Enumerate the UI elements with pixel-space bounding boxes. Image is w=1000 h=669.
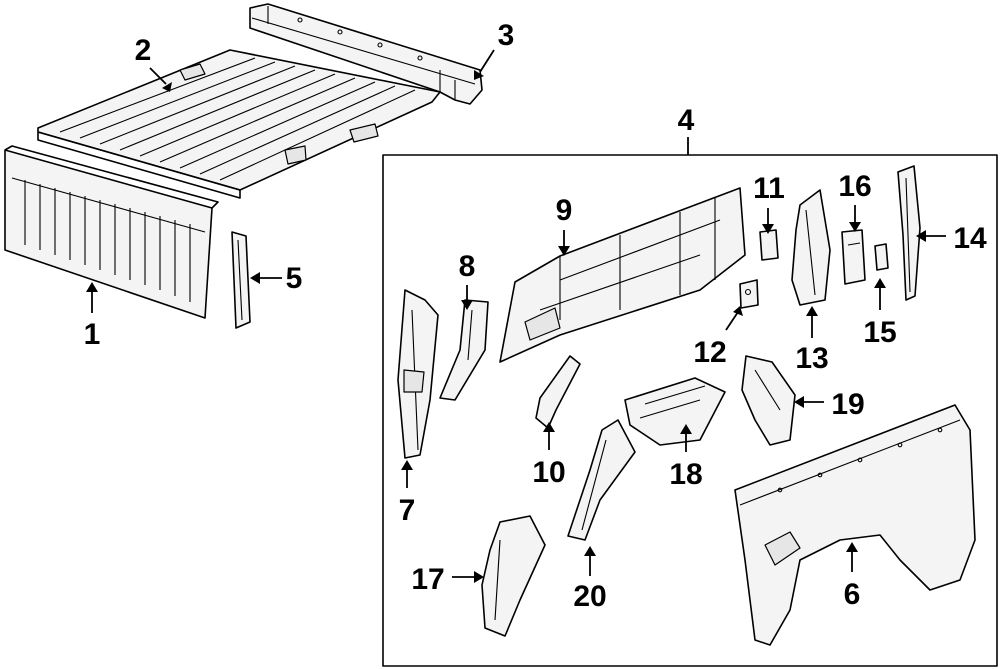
callout-16: 16 xyxy=(838,170,871,203)
callout-18: 18 xyxy=(669,458,702,491)
part-1-tailgate xyxy=(4,145,219,319)
part-5-pillar xyxy=(231,231,251,329)
callout-10: 10 xyxy=(532,456,565,489)
callout-13: 13 xyxy=(795,342,828,375)
callout-9: 9 xyxy=(556,194,573,227)
leader-lines xyxy=(86,49,946,583)
part-20-wheelhouse-outer xyxy=(567,419,636,541)
callout-14: 14 xyxy=(953,222,987,255)
group-frame xyxy=(382,154,998,667)
part-19-bracket xyxy=(741,355,796,446)
part-9-inner-panel xyxy=(499,187,746,363)
callout-2: 2 xyxy=(135,34,152,67)
callout-8: 8 xyxy=(459,250,476,283)
part-16-bracket xyxy=(841,229,866,285)
callout-15: 15 xyxy=(863,316,896,349)
callout-4: 4 xyxy=(678,104,695,137)
part-2-bed-floor xyxy=(37,49,441,199)
part-13-pillar-reinforcement xyxy=(791,189,831,306)
callout-17: 17 xyxy=(411,563,444,596)
part-3-crossmember xyxy=(249,3,483,105)
part-17-bracket xyxy=(481,515,546,637)
callout-7: 7 xyxy=(399,494,416,527)
part-14-rear-pillar xyxy=(897,165,921,301)
part-18-wheelhouse-inner xyxy=(624,377,726,446)
part-10-bracket xyxy=(535,355,581,429)
callout-19: 19 xyxy=(831,388,864,421)
part-11-bracket xyxy=(759,229,779,261)
part-15-clip xyxy=(874,243,889,271)
callout-6: 6 xyxy=(844,578,861,611)
callout-1: 1 xyxy=(84,318,101,351)
callout-3: 3 xyxy=(498,19,515,52)
part-6-outer-panel xyxy=(734,404,976,646)
part-8-bracket xyxy=(439,299,489,401)
callout-5: 5 xyxy=(286,262,303,295)
part-12-plate xyxy=(739,279,759,309)
callout-12: 12 xyxy=(693,336,726,369)
callout-11: 11 xyxy=(753,172,785,205)
callout-20: 20 xyxy=(573,580,606,613)
part-7-front-pillar xyxy=(397,289,439,459)
